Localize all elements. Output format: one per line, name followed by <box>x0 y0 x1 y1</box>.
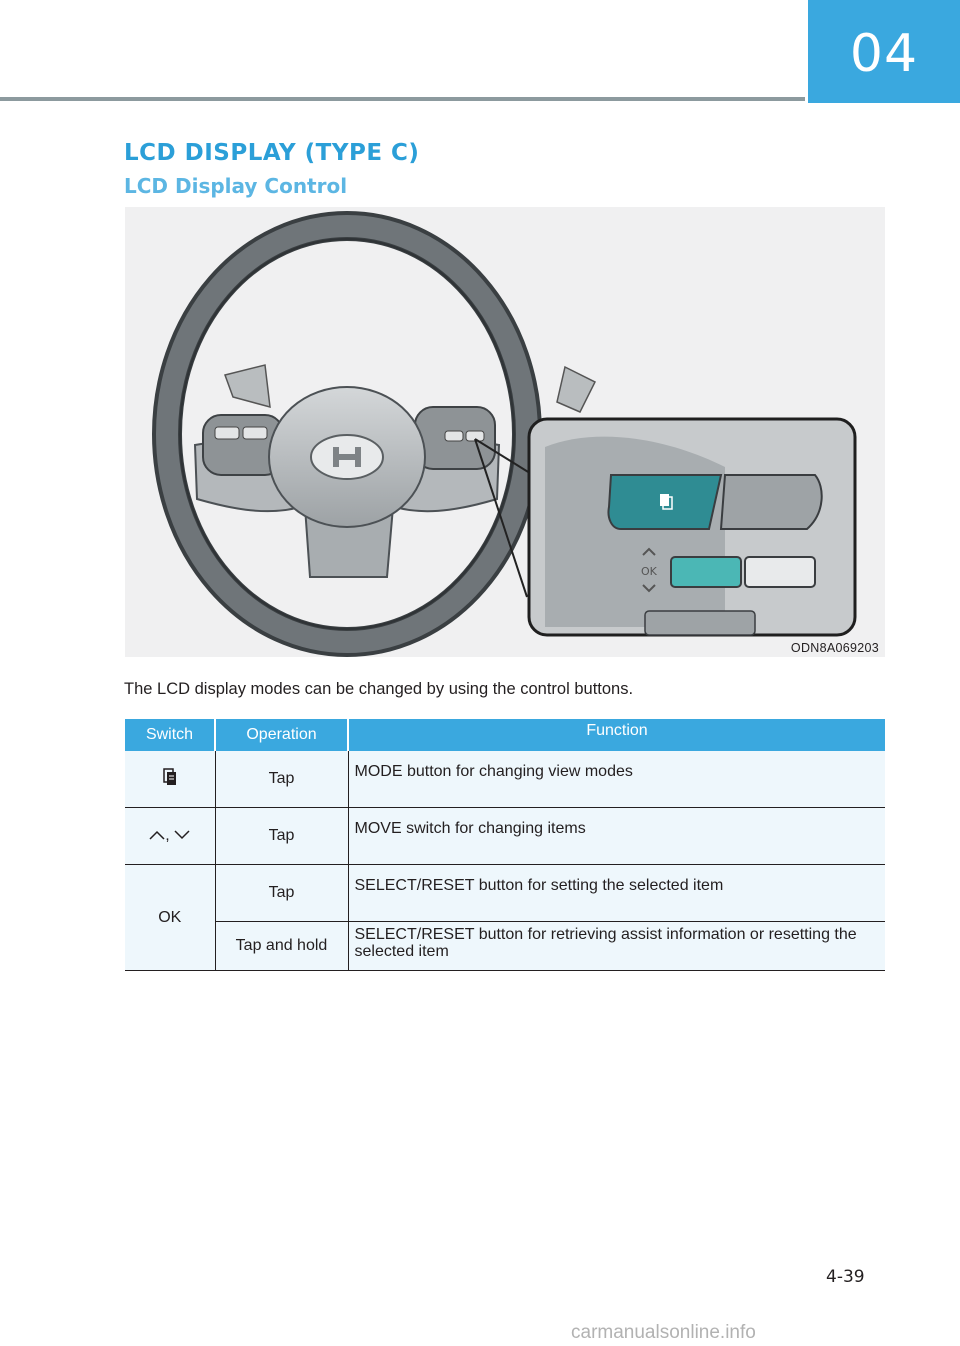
section-title: LCD DISPLAY (TYPE C) <box>124 140 420 166</box>
intro-text: The LCD display modes can be changed by … <box>124 680 634 698</box>
page-number: 4-39 <box>826 1267 865 1287</box>
switch-cell-ok: OK <box>125 864 216 971</box>
chevron-down-icon <box>174 830 190 840</box>
table-row: Tap MODE button for changing view modes <box>125 751 885 808</box>
table-row: , Tap MOVE switch for changing items <box>125 807 885 865</box>
sub-title: LCD Display Control <box>124 174 348 198</box>
operation-cell: Tap and hold <box>215 921 349 971</box>
header-operation: Operation <box>215 719 349 751</box>
function-cell: SELECT/RESET button for setting the sele… <box>348 864 885 922</box>
function-cell: MOVE switch for changing items <box>348 807 885 865</box>
operation-cell: Tap <box>215 751 349 808</box>
controls-table: Switch Operation Function Tap MODE butto… <box>125 719 885 971</box>
header-rule <box>0 97 805 101</box>
switch-cell <box>125 751 216 808</box>
watermark: carmanualsonline.info <box>571 1322 756 1343</box>
chapter-tab: 04 <box>808 0 960 103</box>
chapter-number: 04 <box>849 23 919 84</box>
operation-cell: Tap <box>215 807 349 865</box>
steering-wheel-figure: OK ODN8A069203 <box>125 207 885 657</box>
operation-cell: Tap <box>215 864 349 922</box>
table-row: OK Tap SELECT/RESET button for setting t… <box>125 864 885 971</box>
table-row: Tap and hold SELECT/RESET button for ret… <box>125 921 885 971</box>
function-cell: MODE button for changing view modes <box>348 751 885 808</box>
chevron-up-icon <box>149 830 165 840</box>
figure-code: ODN8A069203 <box>790 641 879 655</box>
header-function: Function <box>348 719 885 751</box>
switch-separator: , <box>165 827 170 844</box>
steering-wheel-illustration: OK <box>152 211 857 657</box>
mode-icon <box>163 767 176 785</box>
inset-ok-label: OK <box>641 565 658 578</box>
function-cell: SELECT/RESET button for retrieving assis… <box>348 921 885 971</box>
switch-cell: , <box>125 807 216 865</box>
header-switch: Switch <box>125 719 216 751</box>
